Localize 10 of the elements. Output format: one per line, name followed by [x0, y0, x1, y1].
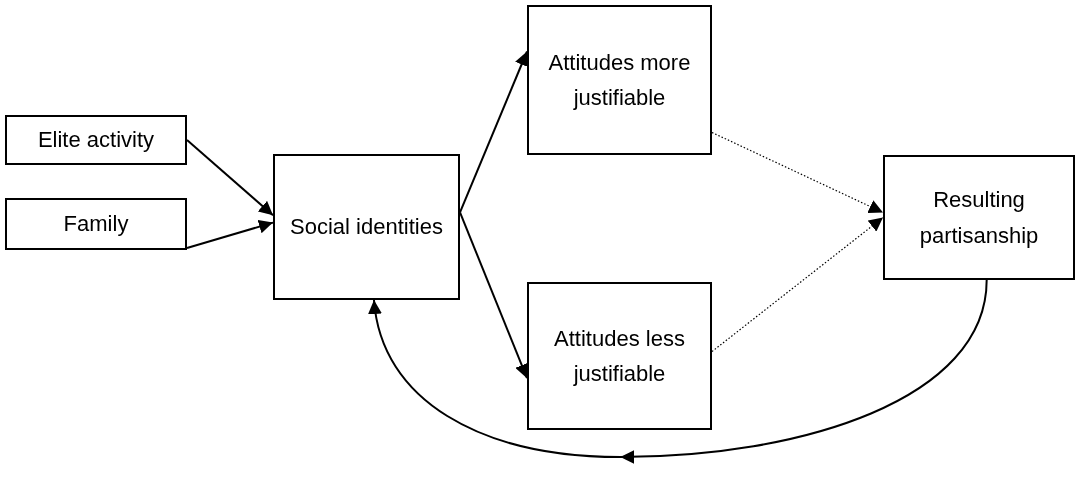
arrow [186, 219, 274, 249]
process-box: Elite activity [5, 115, 187, 165]
arrow [186, 139, 274, 217]
process-box: Attitudes more justifiable [527, 5, 712, 155]
process-box: Social identities [273, 154, 460, 300]
arrow [711, 216, 884, 353]
process-box: Family [5, 198, 187, 250]
process-box: Attitudes less justifiable [527, 282, 712, 430]
process-box: Resulting partisanship [883, 155, 1075, 280]
arrow [368, 279, 988, 464]
